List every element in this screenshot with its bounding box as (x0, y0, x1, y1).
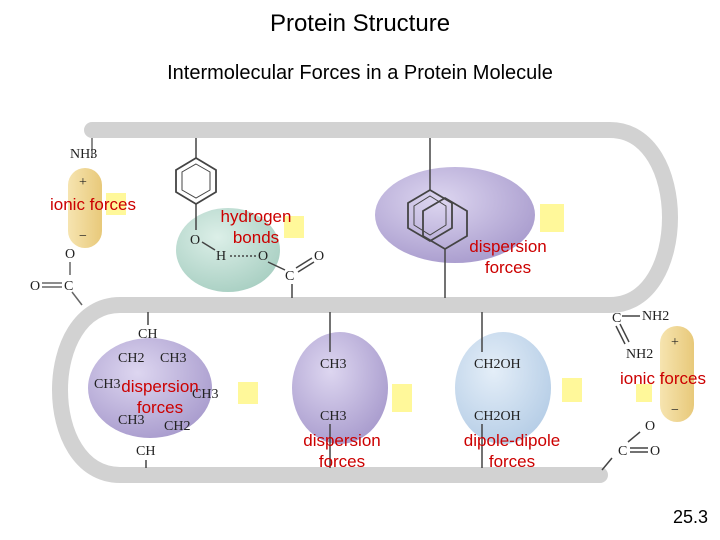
ch3-left-2: CH3 (94, 377, 120, 392)
label-dispersion-left: dispersion forces (121, 377, 199, 417)
oxygen-left-2: O (30, 279, 40, 294)
minus-sign-left: − (79, 229, 87, 244)
ionic-left-group: NH3 + − O C O (30, 138, 102, 306)
hydrogen-bond-group: O H O C O (175, 138, 324, 298)
carbon-left: C (64, 279, 73, 294)
highlight-square (562, 378, 582, 402)
dispersion-top-group (375, 138, 535, 298)
oxygen-h-donor: O (190, 233, 200, 248)
oxygen-right-2: O (650, 444, 660, 459)
highlight-square (392, 384, 412, 412)
ionic-blob-left (68, 168, 102, 248)
highlight-square (284, 216, 304, 238)
dispersion-left-group: CH CH2 CH3 CH3 CH3 CH3 CH2 CH (88, 312, 218, 468)
nh3-left: NH3 (70, 147, 97, 162)
plus-sign-left: + (79, 175, 87, 190)
ch2-left-2: CH2 (164, 419, 190, 434)
label-ionic-left: ionic forces (50, 195, 136, 214)
nh2-right-bottom: NH2 (626, 347, 653, 362)
ch3-mid-top: CH3 (320, 357, 346, 372)
dispersion-blob-top (375, 167, 535, 263)
dispersion-mid-group: CH3 CH3 (292, 312, 388, 468)
ch3-mid-bottom: CH3 (320, 409, 346, 424)
label-ionic-right: ionic forces (620, 369, 706, 388)
ch-top-left: CH (138, 327, 157, 342)
carbon-right: C (612, 311, 621, 326)
ch3-left-3: CH3 (192, 387, 218, 402)
ch2oh-bottom: CH2OH (474, 409, 521, 424)
ionic-right-group: C NH2 NH2 + − O C O (601, 309, 694, 471)
carbon-carbonyl: C (285, 269, 294, 284)
dispersion-blob-left (88, 338, 212, 438)
protein-backbone (52, 122, 678, 483)
oxygen-right: O (645, 419, 655, 434)
oxygen-left: O (65, 247, 75, 262)
carbon-right-2: C (618, 444, 627, 459)
ch2oh-top: CH2OH (474, 357, 521, 372)
ch2-left-1: CH2 (118, 351, 144, 366)
page-number: 25.3 (672, 507, 708, 527)
minus-sign-right: − (671, 403, 679, 418)
highlight-square (238, 382, 258, 404)
oxygen-h-acceptor: O (258, 249, 268, 264)
label-dipole-dipole: dipole-dipole forces (463, 431, 561, 471)
page-subtitle: Intermolecular Forces in a Protein Molec… (167, 62, 553, 84)
nh2-right-top: NH2 (642, 309, 669, 324)
label-dispersion-top: dispersion forces (469, 237, 547, 277)
label-dispersion-mid: dispersion forces (303, 431, 381, 471)
highlight-square (106, 193, 126, 215)
ch3-left-4: CH3 (118, 413, 144, 428)
dipole-group: CH2OH CH2OH (455, 312, 551, 468)
dipole-blob (455, 332, 551, 444)
ch3-left-1: CH3 (160, 351, 186, 366)
hydrogen-blob (176, 208, 280, 292)
page-title: Protein Structure (269, 10, 451, 37)
highlight-square (540, 204, 564, 232)
label-hydrogen-bonds: hydrogen bonds (220, 207, 292, 247)
oxygen-carbonyl: O (314, 249, 324, 264)
dispersion-blob-mid (292, 332, 388, 444)
hydrogen-atom: H (216, 249, 226, 264)
ionic-blob-right (660, 326, 694, 422)
ch-bottom-left: CH (136, 444, 155, 459)
plus-sign-right: + (671, 335, 679, 350)
highlight-square (636, 384, 652, 402)
